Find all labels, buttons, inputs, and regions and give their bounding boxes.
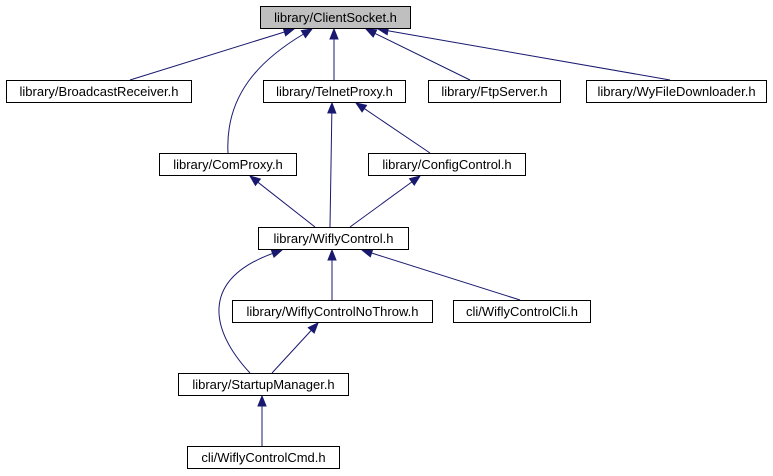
node-box[interactable] [453,300,591,323]
node-ftp-server[interactable]: library/FtpServer.h [428,80,561,103]
edge-line [349,181,413,228]
node-box[interactable] [178,373,349,396]
node-label: library/ClientSocket.h [274,10,397,25]
edge-arrowhead [364,28,378,38]
node-label: library/WiflyControl.h [274,231,394,246]
edge-arrowhead [282,27,296,37]
edge-arrowhead [270,249,284,259]
edge-arrowhead [307,322,319,334]
node-broadcast-receiver[interactable]: library/BroadcastReceiver.h [6,80,192,103]
node-box[interactable] [368,153,526,176]
edge-telnet-proxy-to-client-socket [329,27,339,80]
edge-arrowhead [257,394,267,407]
edge-broadcast-receiver-to-client-socket [129,27,296,81]
node-box[interactable] [159,153,297,176]
node-startup-manager[interactable]: library/StartupManager.h [178,373,349,396]
edge-arrowhead [360,248,374,258]
node-box[interactable] [6,80,192,103]
edge-wifly-control-to-config-control [349,175,422,228]
node-wifly-control[interactable]: library/WiflyControl.h [258,227,409,250]
node-label: cli/WiflyControlCli.h [466,304,578,319]
node-label: cli/WiflyControlCmd.h [201,450,325,465]
node-label: library/BroadcastReceiver.h [20,84,179,99]
edge-wifly-control-no-throw-to-wifly-control [327,248,337,300]
edge-arrowhead [327,248,337,261]
edge-arrowhead [354,102,368,113]
edge-line [227,33,304,154]
edge-line [364,108,431,154]
edge-startup-manager-to-wifly-control-no-throw [271,322,319,374]
edge-arrowhead [327,101,337,114]
edge-config-control-to-telnet-proxy [354,102,431,154]
edge-ftp-server-to-client-socket [364,28,471,81]
edge-wifly-control-cli-to-wifly-control [360,248,521,301]
node-wifly-control-cli[interactable]: cli/WiflyControlCli.h [453,300,591,323]
node-label: library/StartupManager.h [192,377,334,392]
edge-wifly-control-cmd-to-startup-manager [257,394,267,446]
node-label: library/ComProxy.h [173,157,283,172]
edge-line [218,252,273,374]
node-box[interactable] [263,80,406,103]
edge-line [329,112,333,228]
node-label: library/WiflyControlNoThrow.h [247,304,419,319]
node-label: library/ConfigControl.h [382,157,511,172]
node-client-socket[interactable]: library/ClientSocket.h [260,6,411,29]
node-com-proxy[interactable]: library/ComProxy.h [159,153,297,176]
edge-arrowhead [300,28,314,39]
edge-arrowhead [329,27,339,40]
edge-wifly-control-to-com-proxy [248,175,316,228]
node-label: library/WyFileDownloader.h [597,84,755,99]
edge-wy-file-downloader-to-client-socket [376,26,671,81]
edge-line [257,181,316,228]
edge-line [129,31,285,81]
edge-com-proxy-to-client-socket [227,28,314,154]
node-wifly-control-no-throw[interactable]: library/WiflyControlNoThrow.h [232,300,433,323]
node-label: library/TelnetProxy.h [276,84,393,99]
edge-arrowhead [248,175,262,187]
node-box[interactable] [428,80,561,103]
node-config-control[interactable]: library/ConfigControl.h [368,153,526,176]
edge-line [371,252,521,301]
edge-wifly-control-to-telnet-proxy [327,101,337,228]
node-box[interactable] [586,80,767,103]
edge-line [387,30,671,81]
nodes-layer: library/ClientSocket.h library/BroadcastR… [6,6,767,469]
edge-arrowhead [408,175,422,187]
edge-line [374,32,471,81]
node-label: library/FtpServer.h [441,84,547,99]
edges-layer [129,26,671,446]
node-telnet-proxy[interactable]: library/TelnetProxy.h [263,80,406,103]
node-box[interactable] [232,300,433,323]
edge-line [271,330,312,374]
node-wifly-control-cmd[interactable]: cli/WiflyControlCmd.h [187,446,340,469]
node-box[interactable] [187,446,340,469]
node-box[interactable] [260,6,411,29]
node-wy-file-downloader[interactable]: library/WyFileDownloader.h [586,80,767,103]
node-box[interactable] [258,227,409,250]
